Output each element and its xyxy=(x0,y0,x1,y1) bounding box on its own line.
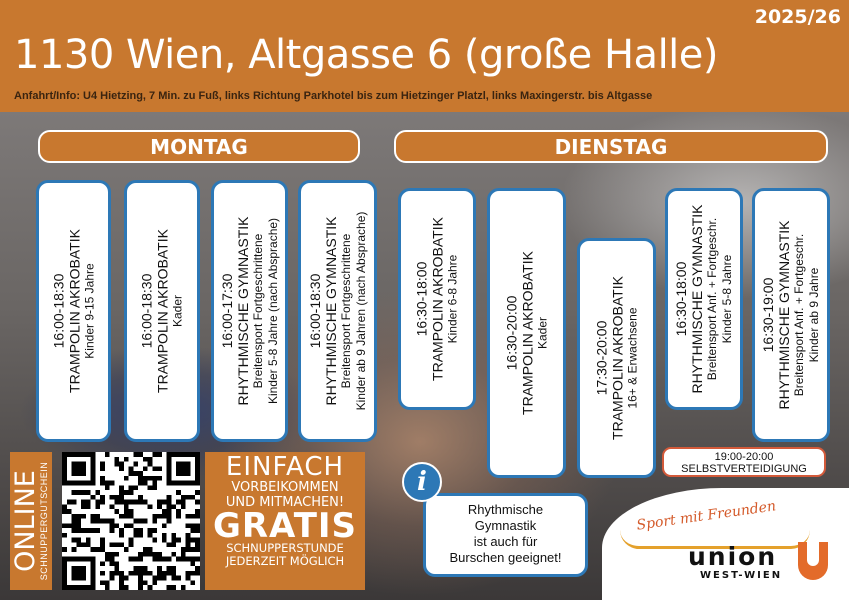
union-mark-icon xyxy=(798,542,828,580)
self-defense-time: 19:00-20:00 xyxy=(714,451,774,463)
class-card-text: 16:00-18:30 TRAMPOLIN AKROBATIK Kinder 9… xyxy=(50,229,97,393)
class-group: 16+ & Erwachsene xyxy=(625,307,639,409)
class-title: TRAMPOLIN AKROBATIK xyxy=(519,251,535,415)
club-logo: Sport mit Freunden union WEST-WIEN xyxy=(602,488,849,600)
class-level: Breitensport Anf. + Fortgeschr. xyxy=(792,233,806,397)
info-note-line-3: ist auch für xyxy=(473,534,538,549)
self-defense-title: SELBSTVERTEIDIGUNG xyxy=(681,463,807,475)
info-note-line-1: Rhythmische xyxy=(467,502,544,517)
class-title: RHYTHMISCHE GYMNASTIK xyxy=(776,220,792,410)
class-time: 16:30-19:00 xyxy=(760,277,776,353)
class-card-tuesday-2: 16:30-20:00 TRAMPOLIN AKROBATIK Kader xyxy=(487,188,566,478)
class-group: Kinder 5-8 Jahre (nach Absprache) xyxy=(265,217,280,405)
info-note-line-4: Burschen geeignet! xyxy=(449,550,562,565)
class-group: Kinder ab 9 Jahren (nach Absprache) xyxy=(353,211,368,411)
online-voucher-label: ONLINE SCHNUPPERGUTSCHEIN xyxy=(10,452,52,590)
logo-subtitle: WEST-WIEN xyxy=(700,570,783,581)
season-label: 2025/26 xyxy=(754,6,841,28)
logo-name: union xyxy=(688,542,778,571)
class-card-text: 16:30-18:00 TRAMPOLIN AKROBATIK Kinder 6… xyxy=(414,217,461,381)
promo-line-3: UND MITMACHEN! xyxy=(225,495,345,510)
class-group: Kinder 6-8 Jahre xyxy=(445,254,460,344)
class-card-text: 16:30-19:00 RHYTHMISCHE GYMNASTIK Breite… xyxy=(760,220,822,409)
header-banner: 2025/26 1130 Wien, Altgasse 6 (große Hal… xyxy=(0,0,849,112)
class-time: 16:00-18:30 xyxy=(138,273,155,349)
class-card-monday-2: 16:00-18:30 TRAMPOLIN AKROBATIK Kader xyxy=(124,180,200,442)
info-note-line-2: Gymnastik xyxy=(474,518,537,533)
class-card-text: 16:00-18:30 RHYTHMISCHE GYMNASTIK Breite… xyxy=(307,212,369,411)
class-card-text: 16:30-20:00 TRAMPOLIN AKROBATIK Kader xyxy=(503,251,550,415)
class-title: TRAMPOLIN AKROBATIK xyxy=(154,229,171,393)
class-card-monday-1: 16:00-18:30 TRAMPOLIN AKROBATIK Kinder 9… xyxy=(36,180,111,442)
directions-info: Anfahrt/Info: U4 Hietzing, 7 Min. zu Fuß… xyxy=(14,90,653,102)
class-title: TRAMPOLIN AKROBATIK xyxy=(429,217,446,381)
online-voucher-text: ONLINE SCHNUPPERGUTSCHEIN xyxy=(10,461,49,581)
logo-slogan: Sport mit Freunden xyxy=(635,498,778,534)
class-group: Kinder 5-8 Jahre xyxy=(720,254,734,344)
info-note: Rhythmische Gymnastik ist auch für Bursc… xyxy=(423,493,588,577)
class-card-tuesday-1: 16:30-18:00 TRAMPOLIN AKROBATIK Kinder 6… xyxy=(398,188,476,410)
class-group: Kinder ab 9 Jahre xyxy=(807,267,821,363)
info-icon: i xyxy=(402,462,442,502)
promo-line-4: GRATIS xyxy=(212,506,358,546)
page-title: 1130 Wien, Altgasse 6 (große Halle) xyxy=(14,32,719,78)
class-title: RHYTHMISCHE GYMNASTIK xyxy=(322,216,339,406)
promo-line-2: VORBEIKOMMEN xyxy=(231,480,339,495)
promo-line-1: EINFACH xyxy=(225,452,345,482)
class-time: 16:30-18:00 xyxy=(673,261,689,337)
class-group: Kader xyxy=(535,316,549,350)
class-level: Breitensport Fortgeschrittene xyxy=(250,233,265,389)
class-card-monday-4: 16:00-18:30 RHYTHMISCHE GYMNASTIK Breite… xyxy=(298,180,377,442)
logo-swoosh xyxy=(620,530,810,549)
class-card-text: 17:30-20:00 TRAMPOLIN AKROBATIK 16+ & Er… xyxy=(593,276,640,440)
class-card-text: 16:00-17:30 RHYTHMISCHE GYMNASTIK Breite… xyxy=(219,216,281,405)
voucher-label: SCHNUPPERGUTSCHEIN xyxy=(39,461,49,581)
class-time: 16:00-18:30 xyxy=(50,273,66,349)
class-title: TRAMPOLIN AKROBATIK xyxy=(609,276,625,440)
day-header-monday: MONTAG xyxy=(38,130,360,163)
class-title: TRAMPOLIN AKROBATIK xyxy=(66,229,82,393)
class-time: 16:00-17:30 xyxy=(218,273,235,349)
class-card-tuesday-4: 16:30-18:00 RHYTHMISCHE GYMNASTIK Breite… xyxy=(665,188,743,410)
class-time: 16:00-18:30 xyxy=(306,273,323,349)
class-card-tuesday-5: 16:30-19:00 RHYTHMISCHE GYMNASTIK Breite… xyxy=(752,188,830,442)
class-time: 16:30-18:00 xyxy=(413,261,430,337)
class-card-tuesday-3: 17:30-20:00 TRAMPOLIN AKROBATIK 16+ & Er… xyxy=(577,238,656,478)
qr-code[interactable] xyxy=(62,452,200,590)
class-card-text: 16:00-18:30 TRAMPOLIN AKROBATIK Kader xyxy=(139,229,186,393)
day-header-tuesday: DIENSTAG xyxy=(394,130,828,163)
class-card-monday-3: 16:00-17:30 RHYTHMISCHE GYMNASTIK Breite… xyxy=(211,180,288,442)
promo-line-6: JEDERZEIT MÖGLICH xyxy=(225,554,345,568)
class-level: Breitensport Anf. + Fortgeschr. xyxy=(705,217,719,381)
class-group: Kader xyxy=(170,294,185,328)
class-title: RHYTHMISCHE GYMNASTIK xyxy=(689,204,705,394)
class-card-text: 16:30-18:00 RHYTHMISCHE GYMNASTIK Breite… xyxy=(673,204,735,393)
promo-block: EINFACH VORBEIKOMMEN UND MITMACHEN! GRAT… xyxy=(205,452,365,590)
online-label: ONLINE xyxy=(10,470,41,572)
promo-line-5: SCHNUPPERSTUNDE xyxy=(226,541,344,555)
class-time: 16:30-20:00 xyxy=(503,295,519,371)
qr-code-image xyxy=(62,452,200,590)
class-title: RHYTHMISCHE GYMNASTIK xyxy=(234,216,251,406)
class-level: Breitensport Fortgeschrittene xyxy=(338,233,353,389)
self-defense-card: 19:00-20:00 SELBSTVERTEIDIGUNG xyxy=(662,447,826,477)
class-time: 17:30-20:00 xyxy=(593,320,609,396)
class-group: Kinder 9-15 Jahre xyxy=(82,263,96,359)
